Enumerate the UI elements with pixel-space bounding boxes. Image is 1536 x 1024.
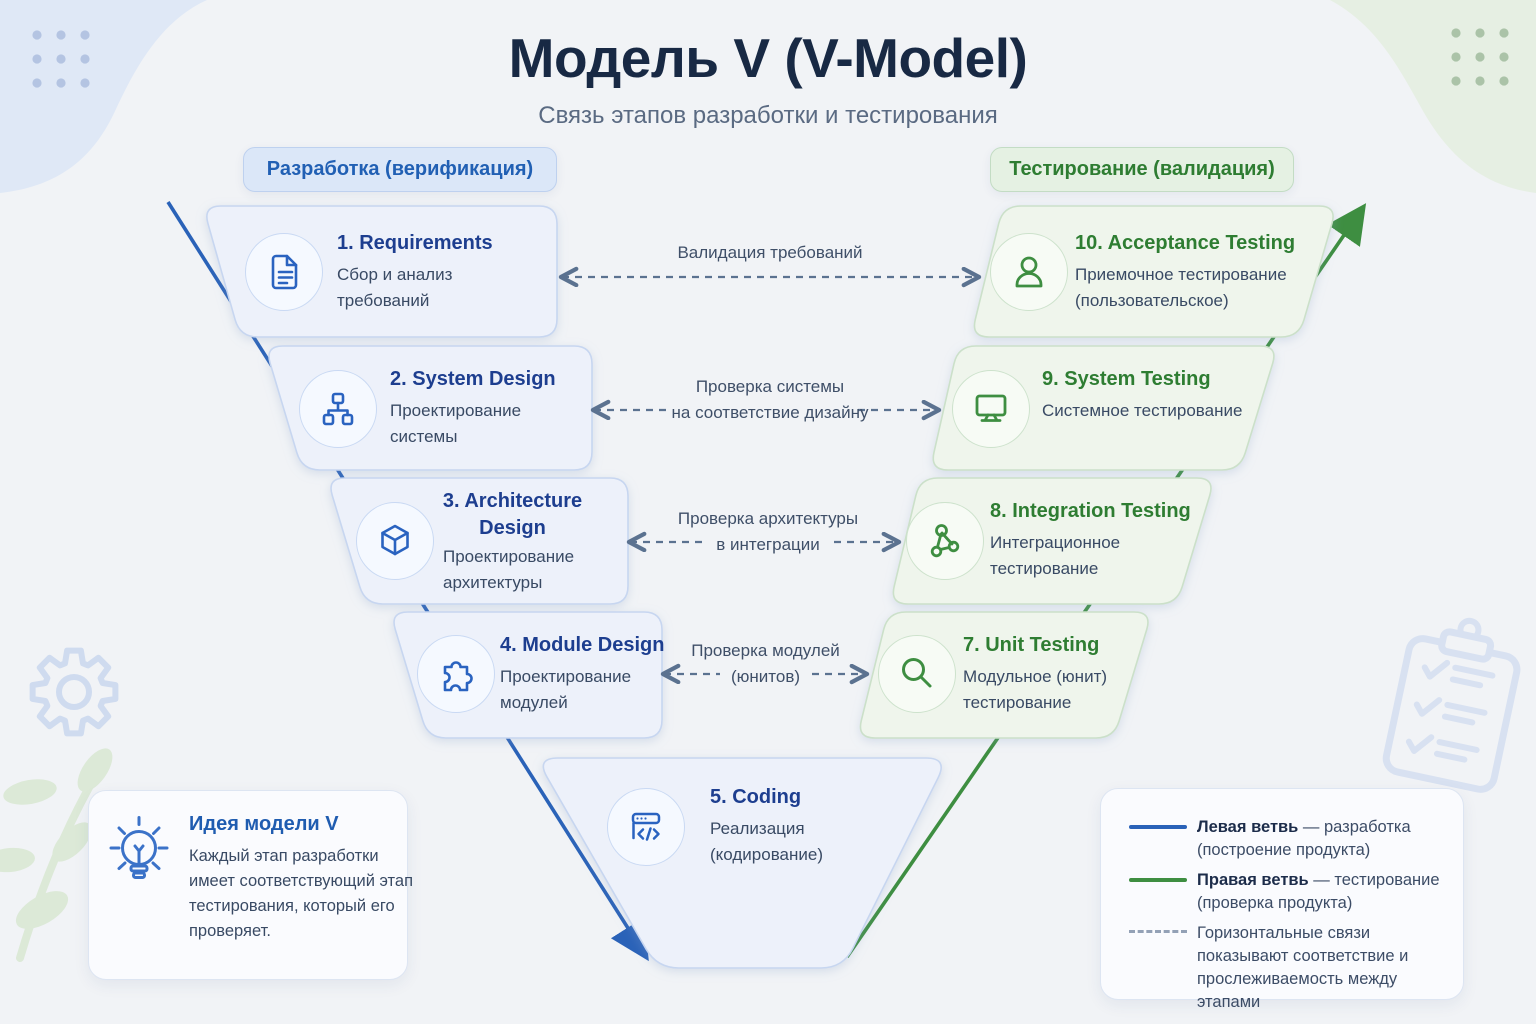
page-title: Модель V (V-Model) <box>508 27 1028 89</box>
dots-grid-decoration <box>1451 28 1509 86</box>
blob-decoration-top-right <box>1330 0 1536 193</box>
stage-title: 9. System Testing <box>1042 368 1211 390</box>
legend-panel: Левая ветвь — разработка (построение про… <box>1100 788 1464 1011</box>
stage-subtitle: Проектирование системы <box>390 401 522 446</box>
development-branch-label: Разработка (верификация) <box>243 147 557 192</box>
idea-note-panel: Идея модели V Каждый этап разработки име… <box>88 790 413 980</box>
stage-card-integration-testing: 8. Integration Testing Интеграционное те… <box>890 478 1215 604</box>
legend-item-testing: Правая ветвь — тестирование (проверка пр… <box>1197 871 1440 912</box>
cube-icon <box>356 502 434 580</box>
stage-card-coding: 5. Coding Реализация (кодирование) <box>536 758 948 968</box>
card-acceptance-testing-shape <box>973 205 1334 338</box>
magnifier-icon <box>878 635 956 713</box>
dashed-line-swatch <box>1129 930 1187 933</box>
stage-subtitle: Проектирование архитектуры <box>443 547 575 592</box>
stage-title: 5. Coding <box>710 786 802 808</box>
stage-card-acceptance-testing: 10. Acceptance Testing Приемочное тестир… <box>971 206 1337 337</box>
document-icon <box>245 233 323 311</box>
stage-title: 4. Module Design <box>500 634 665 656</box>
leaf-decoration <box>0 748 113 962</box>
clipboard-icon <box>1382 617 1521 793</box>
legend-item-links: Горизонтальные связи показывают соответс… <box>1197 924 1409 1011</box>
stage-subtitle: Интеграционное тестирование <box>990 533 1121 578</box>
page-subtitle: Связь этапов разработки и тестирования <box>538 102 998 129</box>
stage-card-unit-testing: 7. Unit Testing Модульное (юнит) тестиро… <box>857 612 1152 738</box>
stage-card-system-testing: 9. System Testing Системное тестирование <box>930 346 1278 470</box>
stage-title: 10. Acceptance Testing <box>1075 232 1296 254</box>
network-icon <box>906 502 984 580</box>
stage-card-requirements: 1. Requirements Сбор и анализ требований <box>203 206 557 337</box>
stage-title: 3. Architecture Design <box>442 490 583 539</box>
stage-card-module-design: 4. Module Design Проектирование модулей <box>390 612 665 738</box>
legend-item-development: Левая ветвь — разработка (построение про… <box>1197 818 1411 859</box>
stage-subtitle: Модульное (юнит) тестирование <box>963 667 1108 712</box>
lightbulb-icon <box>97 812 181 901</box>
monitor-icon <box>952 370 1030 448</box>
testing-branch-label: Тестирование (валидация) <box>990 147 1294 192</box>
connection-label-modules: Проверка модулей(юнитов) <box>691 641 840 686</box>
stage-card-architecture-design: 3. Architecture Design Проектирование ар… <box>327 478 628 604</box>
stage-title: 1. Requirements <box>337 232 493 254</box>
stage-title: 8. Integration Testing <box>990 500 1191 522</box>
gear-icon <box>29 647 119 737</box>
puzzle-icon <box>417 635 495 713</box>
stage-card-system-design: 2. System Design Проектирование системы <box>265 346 592 470</box>
card-integration-testing-shape <box>892 477 1212 605</box>
stage-title: 2. System Design <box>390 368 556 390</box>
sitemap-icon <box>299 370 377 448</box>
code-window-icon <box>607 788 685 866</box>
connection-label-requirements: Валидация требований <box>677 243 863 262</box>
stage-subtitle: Системное тестирование <box>1042 401 1243 420</box>
card-system-testing-shape <box>932 345 1275 471</box>
stage-subtitle: Приемочное тестирование (пользовательско… <box>1075 265 1287 310</box>
user-icon <box>990 233 1068 311</box>
blob-decoration-top-left <box>0 0 207 193</box>
stage-title: 7. Unit Testing <box>963 634 1100 656</box>
green-line-swatch <box>1129 878 1187 882</box>
stage-subtitle: Реализация (кодирование) <box>710 819 823 864</box>
idea-body: Каждый этап разработки имеет соответству… <box>189 847 414 940</box>
stage-subtitle: Сбор и анализ требований <box>337 265 453 310</box>
dots-grid-decoration <box>32 30 90 88</box>
blue-line-swatch <box>1129 825 1187 829</box>
stage-subtitle: Проектирование модулей <box>500 667 632 712</box>
dashed-connectors <box>562 277 978 674</box>
idea-title: Идея модели V <box>189 813 339 835</box>
